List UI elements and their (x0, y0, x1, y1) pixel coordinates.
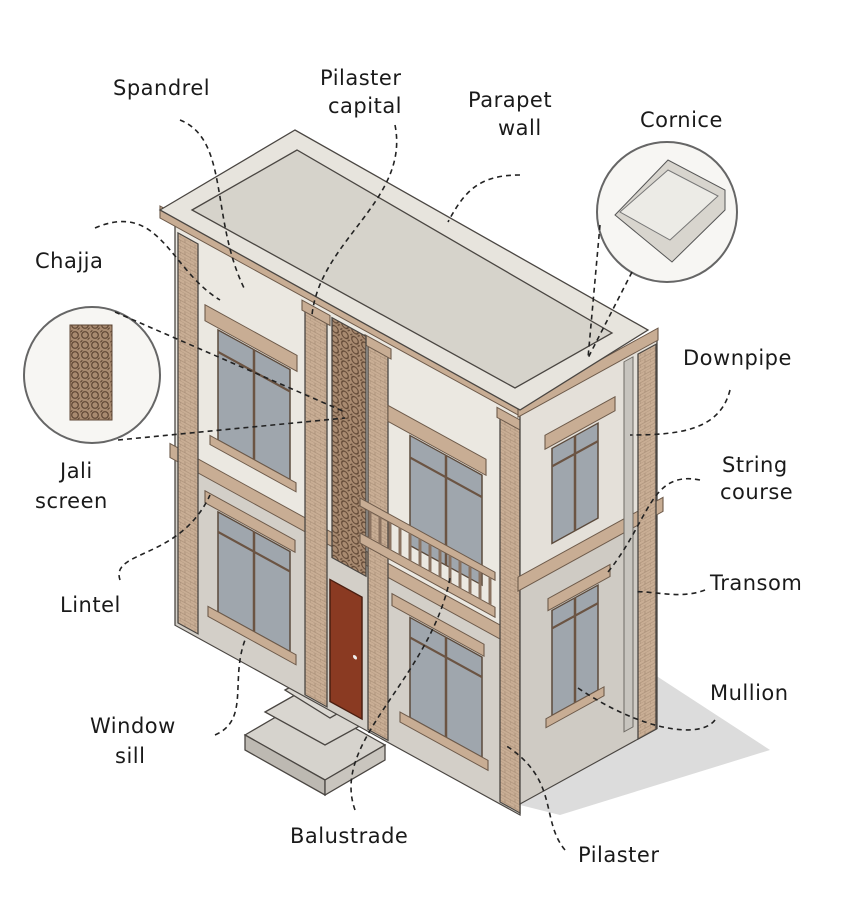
label-balustrade: Balustrade (290, 824, 408, 848)
side-facade (517, 327, 664, 806)
window-sill (207, 605, 297, 666)
chajja (544, 395, 616, 451)
lintel (391, 592, 485, 658)
pilaster-capital (301, 299, 331, 327)
door-knob (353, 654, 357, 660)
label-cornice: Cornice (640, 108, 723, 132)
label-transom: Transom (709, 571, 802, 595)
label-chajja: Chajja (35, 249, 103, 273)
jali-screen (331, 316, 367, 578)
label-spandrel: Spandrel (113, 76, 210, 100)
label-downpipe: Downpipe (683, 346, 792, 370)
jali-inset (23, 306, 346, 444)
cornice-inset (587, 141, 738, 359)
balustrade (359, 497, 496, 619)
ground-shadow (520, 675, 770, 815)
door (329, 578, 363, 721)
roof-parapet (158, 129, 650, 411)
chajja (387, 404, 487, 477)
window-sill (399, 711, 489, 772)
label-pilaster: Pilaster (578, 843, 659, 867)
label-lintel: Lintel (60, 593, 121, 617)
downpipe (623, 356, 634, 733)
leader-lines (94, 119, 731, 851)
chajja (204, 303, 298, 373)
front-facade (159, 205, 526, 817)
pilaster (637, 343, 657, 741)
pilaster (177, 231, 199, 635)
label-mullion: Mullion (710, 681, 789, 705)
pilaster (304, 308, 328, 708)
window-sill (545, 685, 605, 729)
lintel (204, 489, 296, 554)
window-sill (209, 434, 297, 493)
